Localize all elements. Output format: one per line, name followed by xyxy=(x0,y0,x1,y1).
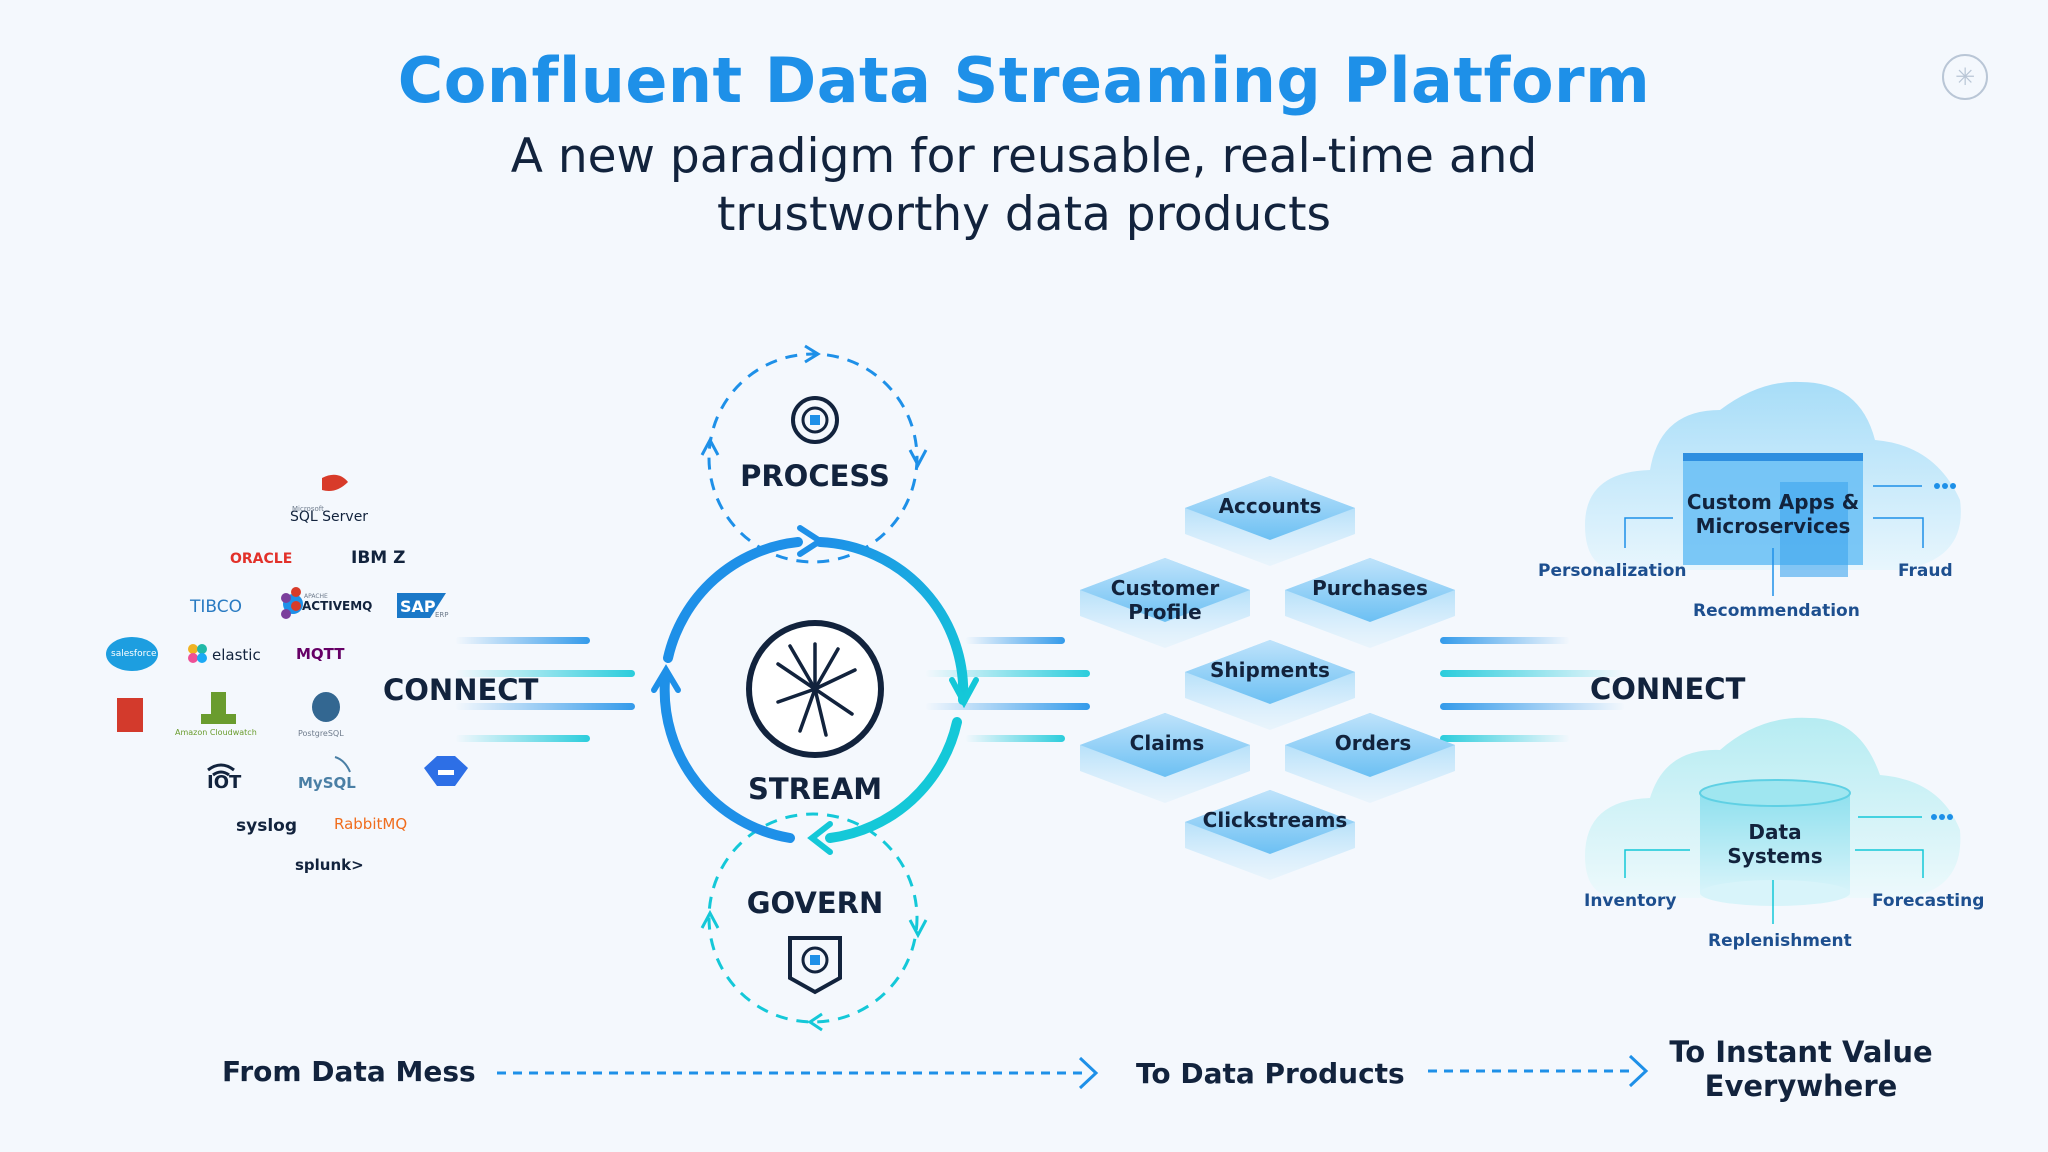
govern-label: GOVERN xyxy=(746,886,884,920)
page-title: Confluent Data Streaming Platform xyxy=(397,44,1651,117)
shipments-label: Shipments xyxy=(1210,658,1330,682)
mysql-dolphin-icon xyxy=(334,756,351,773)
customer-profile-line-1: Customer xyxy=(1110,576,1220,600)
stream-label: STREAM xyxy=(747,772,883,806)
activemq-icon xyxy=(281,587,301,619)
stream-cycle xyxy=(651,525,979,855)
mysql-label: MySQL xyxy=(298,774,356,792)
stream-logo-icon xyxy=(746,620,884,758)
accounts-label: Accounts xyxy=(1218,494,1322,518)
data-systems-title: Data Systems xyxy=(1700,820,1850,868)
process-icon xyxy=(791,396,839,444)
process-cycle xyxy=(700,344,928,564)
cloud-apps xyxy=(1585,381,1961,596)
confluent-logo-icon: ✳ xyxy=(1942,54,1988,100)
footer-instant-line-2: Everywhere xyxy=(1704,1069,1898,1103)
replenishment-label: Replenishment xyxy=(1708,931,1852,951)
connect-left-label: CONNECT xyxy=(383,673,539,707)
footer-to: To Data Products xyxy=(1136,1057,1405,1090)
customer-profile-line-2: Profile xyxy=(1128,600,1202,624)
rabbitmq-label: RabbitMQ xyxy=(334,815,408,833)
subtitle-line-2: trustworthy data products xyxy=(716,187,1331,242)
elastic-icon xyxy=(188,644,207,663)
recommendation-label: Recommendation xyxy=(1693,601,1860,621)
sap-icon xyxy=(397,593,446,618)
personalization-label: Personalization xyxy=(1538,561,1687,581)
claims-label: Claims xyxy=(1129,731,1205,755)
customer-profile-label: Customer Profile xyxy=(1080,576,1250,624)
postgres-label: PostgreSQL xyxy=(298,729,344,738)
fraud-label: Fraud xyxy=(1898,561,1953,581)
forecasting-label: Forecasting xyxy=(1872,891,1985,911)
footer-from: From Data Mess xyxy=(222,1055,476,1088)
elastic-label: elastic xyxy=(212,646,261,664)
right-connector-lines xyxy=(1440,637,1625,742)
sap-small-label: ERP xyxy=(435,611,449,619)
process-label: PROCESS xyxy=(740,459,890,493)
data-product-blocks xyxy=(1080,476,1455,880)
data-systems-line-1: Data xyxy=(1748,820,1802,844)
sqlserver-label: SQL Server xyxy=(290,509,369,525)
aws-s3-icon xyxy=(117,698,143,732)
clickstreams-label: Clickstreams xyxy=(1202,808,1348,832)
sap-label: SAP xyxy=(400,597,436,616)
iot-label: IOT xyxy=(207,772,242,793)
footer-instant: To Instant Value Everywhere xyxy=(1651,1035,1951,1103)
salesforce-icon xyxy=(106,637,158,671)
orders-label: Orders xyxy=(1334,731,1412,755)
splunk-label: splunk> xyxy=(295,856,364,874)
page-subtitle: A new paradigm for reusable, real-time a… xyxy=(0,128,2048,244)
govern-cycle xyxy=(700,812,928,1032)
wifi-icon xyxy=(207,763,235,777)
footer-arrows xyxy=(497,1054,1649,1090)
sqlserver-icon xyxy=(322,474,348,491)
data-systems-line-2: Systems xyxy=(1727,844,1823,868)
custom-apps-title: Custom Apps & Microservices xyxy=(1683,490,1863,538)
govern-icon xyxy=(788,936,842,995)
oracle-label: ORACLE xyxy=(230,551,293,567)
cloudwatch-label: Amazon Cloudwatch xyxy=(175,728,257,737)
mqtt-label: MQTT xyxy=(296,645,345,663)
syslog-label: syslog xyxy=(236,816,297,836)
source-icons xyxy=(106,474,468,786)
sqlserver-small-label: Microsoft xyxy=(292,505,324,513)
middle-connector-lines xyxy=(925,637,1090,742)
salesforce-label: salesforce xyxy=(111,649,157,659)
connect-right-label: CONNECT xyxy=(1590,672,1746,706)
footer-instant-line-1: To Instant Value xyxy=(1669,1035,1933,1069)
cloud-data-systems xyxy=(1585,717,1961,924)
purchases-label: Purchases xyxy=(1312,576,1428,600)
subtitle-line-1: A new paradigm for reusable, real-time a… xyxy=(510,129,1538,184)
custom-apps-line-1: Custom Apps & xyxy=(1686,490,1860,514)
activemq-label: ACTIVEMQ xyxy=(302,599,373,613)
left-connector-lines xyxy=(455,637,635,742)
tibco-label: TIBCO xyxy=(190,597,243,617)
activemq-small-label: APACHE xyxy=(304,593,328,600)
ibmz-label: IBM Z xyxy=(351,548,406,568)
custom-apps-line-2: Microservices xyxy=(1695,514,1851,538)
postgres-icon xyxy=(312,692,340,722)
cloudwatch-icon xyxy=(201,692,236,724)
inventory-label: Inventory xyxy=(1584,891,1677,911)
